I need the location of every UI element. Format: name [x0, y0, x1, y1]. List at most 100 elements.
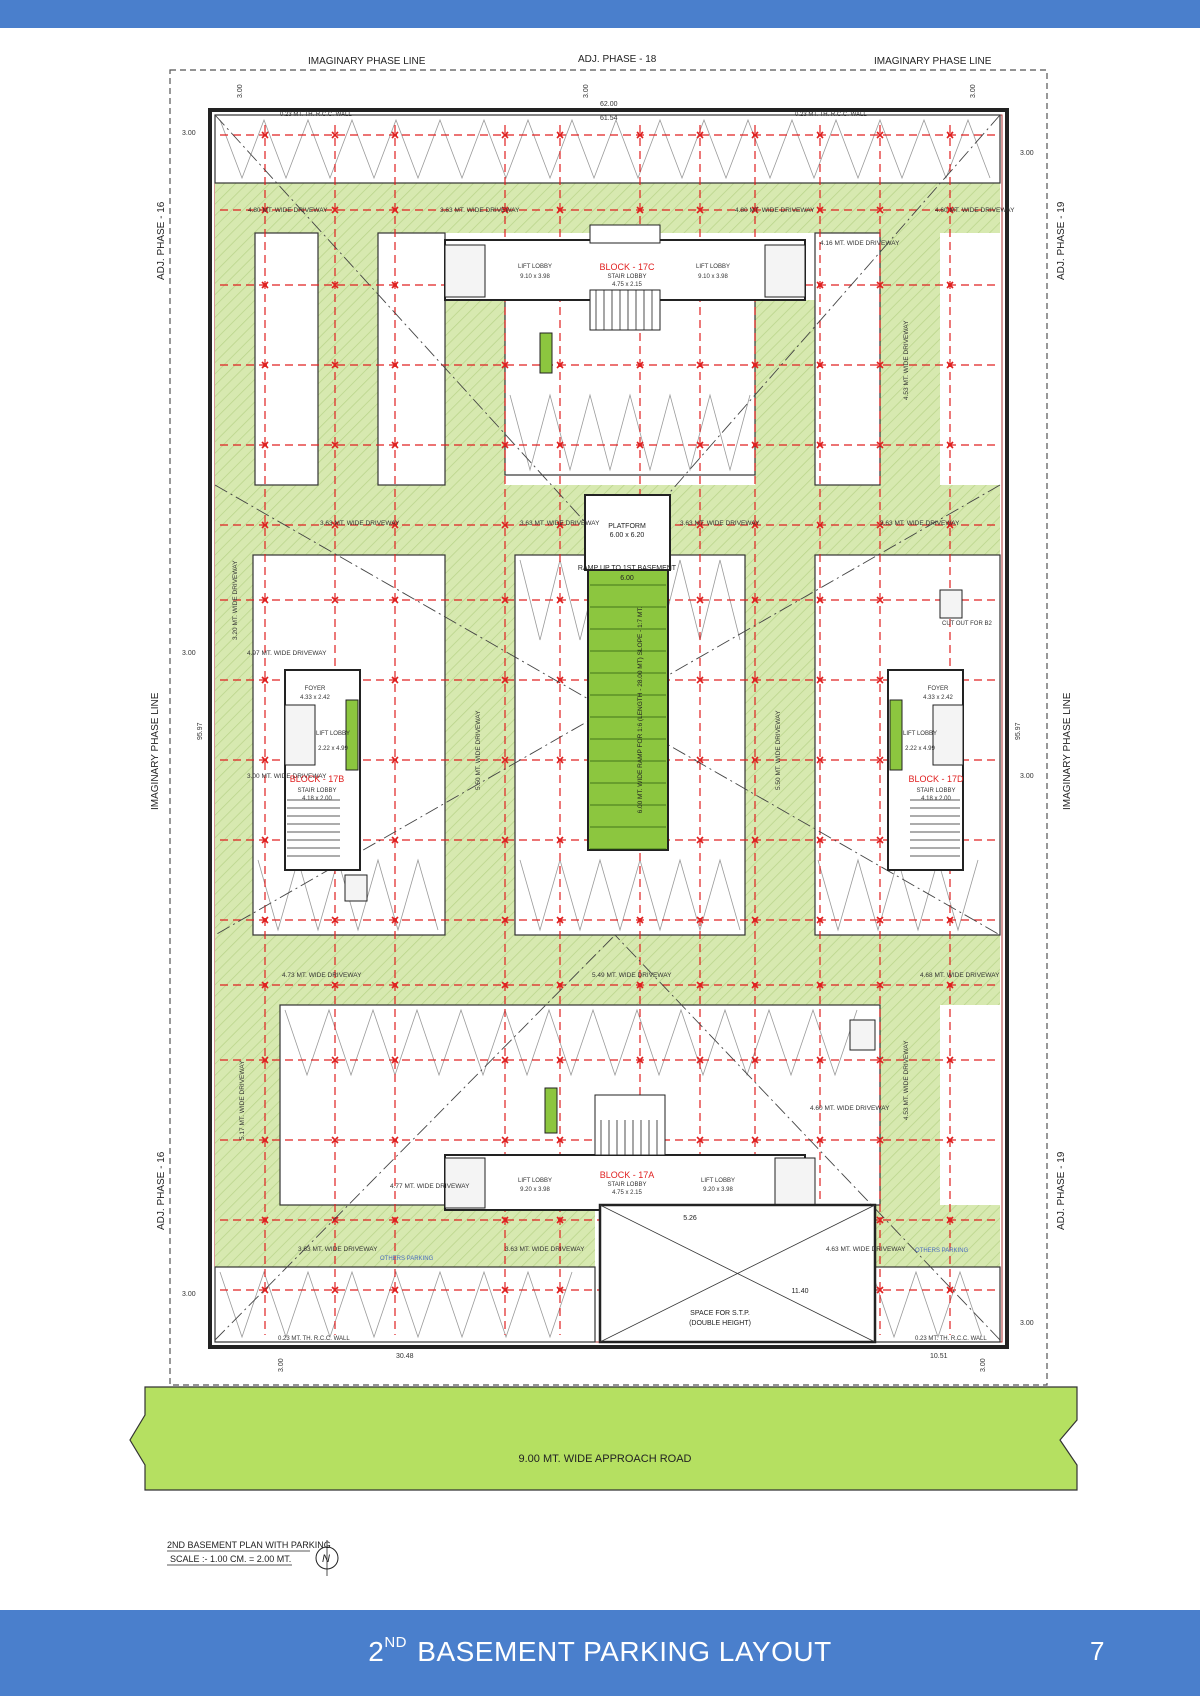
footer-bar: 2ND BASEMENT PARKING LAYOUT 7 — [0, 1610, 1200, 1696]
boundary-top-left: IMAGINARY PHASE LINE — [308, 56, 426, 67]
column-marker — [946, 131, 954, 139]
column-marker — [876, 1216, 884, 1224]
column-marker — [636, 916, 644, 924]
column-marker — [876, 676, 884, 684]
column-marker — [391, 131, 399, 139]
driveway-label-low-right: 4.68 MT. WIDE DRIVEWAY — [920, 972, 1000, 979]
column-marker — [261, 1216, 269, 1224]
column-marker — [501, 596, 509, 604]
dim-setback-right-top: 3.00 — [1020, 150, 1034, 157]
column-marker — [751, 206, 759, 214]
column-marker — [391, 281, 399, 289]
column-marker — [261, 756, 269, 764]
dim-setback-right-mid: 3.00 — [1020, 773, 1034, 780]
column-marker — [331, 361, 339, 369]
driveway-label-left-vertical3: 3.00 MT. WIDE DRIVEWAY — [247, 773, 327, 780]
caption-block: 2ND BASEMENT PLAN WITH PARKING SCALE :- … — [167, 1540, 339, 1576]
column-marker — [391, 1286, 399, 1294]
column-marker — [331, 1056, 339, 1064]
column-marker — [696, 981, 704, 989]
block-17c-stair: STAIR LOBBY — [608, 274, 647, 280]
page-number: 7 — [1090, 1636, 1105, 1666]
column-marker — [391, 1056, 399, 1064]
column-marker — [946, 521, 954, 529]
column-marker — [501, 836, 509, 844]
column-marker — [751, 676, 759, 684]
column-marker — [556, 981, 564, 989]
boundary-left-middle: IMAGINARY PHASE LINE — [150, 692, 161, 810]
column-marker — [556, 206, 564, 214]
column-marker — [946, 206, 954, 214]
driveway-label-bottom-right: 4.63 MT. WIDE DRIVEWAY — [826, 1246, 906, 1253]
column-marker — [261, 676, 269, 684]
column-marker — [946, 441, 954, 449]
driveway-left-upper-inner — [318, 233, 378, 493]
column-marker — [501, 131, 509, 139]
wall-note-top-left: 0.23 MT. TH. R.C.C. WALL — [280, 112, 352, 118]
column-marker — [261, 521, 269, 529]
column-marker — [816, 206, 824, 214]
wall-note-bottom-left: 0.23 MT. TH. R.C.C. WALL — [278, 1336, 350, 1342]
column-marker — [696, 521, 704, 529]
block-17a-lift-left-size: 9.20 x 3.98 — [520, 1187, 550, 1193]
column-marker — [816, 756, 824, 764]
column-marker — [636, 1056, 644, 1064]
column-marker — [501, 441, 509, 449]
column-marker — [816, 676, 824, 684]
column-marker — [501, 756, 509, 764]
column-marker — [331, 981, 339, 989]
driveway-bottom — [215, 1205, 595, 1267]
column-marker — [331, 131, 339, 139]
stp-label: SPACE FOR S.T.P. — [690, 1310, 750, 1317]
column-marker — [876, 206, 884, 214]
boundary-left-lower: ADJ. PHASE - 16 — [156, 1151, 167, 1230]
column-marker — [696, 361, 704, 369]
column-marker — [816, 1056, 824, 1064]
boundary-right-upper: ADJ. PHASE - 19 — [1056, 201, 1067, 280]
dim-setback-top-mid: 3.00 — [583, 84, 590, 98]
dim-depth-left: 95.97 — [197, 722, 204, 740]
column-marker — [946, 281, 954, 289]
column-marker — [501, 916, 509, 924]
block-17b-foyer: FOYER — [305, 686, 326, 692]
column-marker — [331, 1216, 339, 1224]
column-marker — [331, 441, 339, 449]
dim-bottom-left: 30.48 — [396, 1353, 414, 1360]
north-label: N — [322, 1553, 330, 1565]
column-marker — [696, 131, 704, 139]
stp-note: (DOUBLE HEIGHT) — [689, 1320, 751, 1327]
block-17c-lift-left: LIFT LOBBY — [518, 264, 552, 270]
column-marker — [816, 836, 824, 844]
block-17a-stair-size: 4.75 x 2.15 — [612, 1190, 642, 1196]
column-marker — [501, 676, 509, 684]
dim-overall-width: 62.00 — [600, 101, 618, 108]
column-marker — [556, 756, 564, 764]
column-marker — [751, 521, 759, 529]
column-marker — [876, 596, 884, 604]
column-marker — [876, 836, 884, 844]
column-marker — [391, 981, 399, 989]
ramp-up-label: RAMP UP TO 1ST BASEMENT — [578, 565, 677, 572]
column-marker — [501, 1286, 509, 1294]
road-label: 9.00 MT. WIDE APPROACH ROAD — [519, 1453, 692, 1465]
column-marker — [751, 1136, 759, 1144]
column-marker — [696, 596, 704, 604]
dim-setback-top-left: 3.00 — [237, 84, 244, 98]
parking-top-right — [814, 232, 881, 486]
column-marker — [876, 981, 884, 989]
column-marker — [556, 596, 564, 604]
parking-stall-markings — [219, 118, 991, 1339]
caption-title: 2ND BASEMENT PLAN WITH PARKING — [167, 1540, 331, 1550]
driveway-label-top-far-right: 4.60 MT. WIDE DRIVEWAY — [935, 207, 1015, 214]
column-marker — [751, 756, 759, 764]
column-marker — [636, 361, 644, 369]
column-marker — [946, 916, 954, 924]
driveway-label-inner-right: 5.50 MT. WIDE DRIVEWAY — [775, 710, 782, 790]
site-boundary — [169, 69, 1048, 1386]
dim-depth-right: 95.97 — [1015, 722, 1022, 740]
driveway-label-bottom-mid: 3.63 MT. WIDE DRIVEWAY — [505, 1246, 585, 1253]
column-marker — [751, 836, 759, 844]
driveway-label-lower-left-vertical: 5.17 MT. WIDE DRIVEWAY — [239, 1060, 246, 1140]
driveway-label-bottom-left: 3.63 MT. WIDE DRIVEWAY — [298, 1246, 378, 1253]
driveway-low-horizontal — [215, 935, 1000, 1005]
